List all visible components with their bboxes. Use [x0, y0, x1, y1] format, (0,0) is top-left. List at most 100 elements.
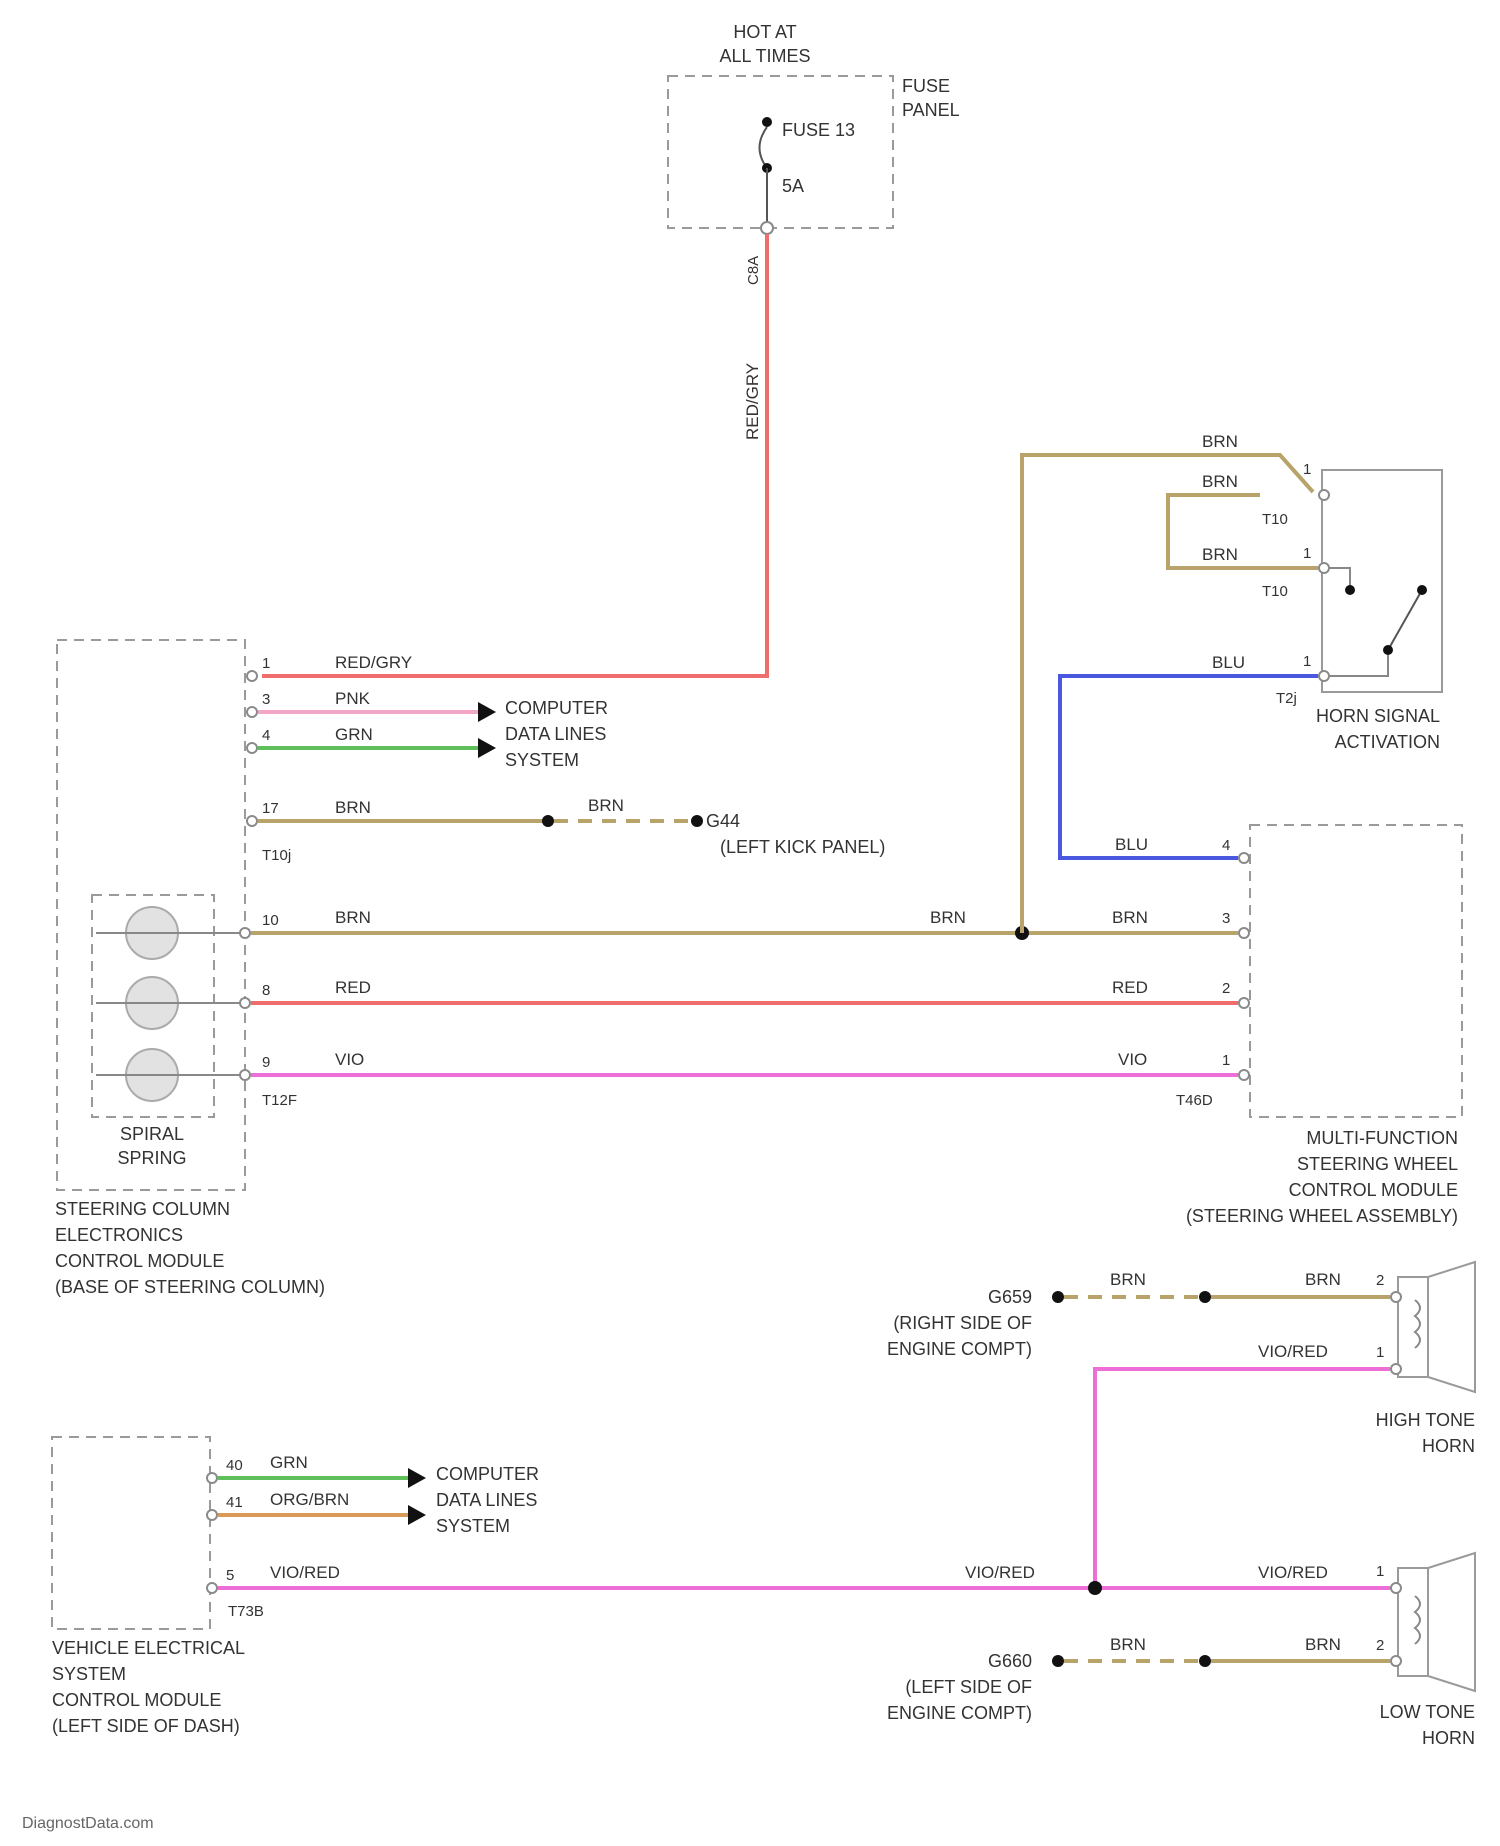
vescm-name-1: VEHICLE ELECTRICAL — [52, 1638, 245, 1658]
wire-label-grn: GRN — [335, 725, 373, 744]
horn-switch-contact-3 — [1417, 585, 1427, 595]
data-arrow-grn-vescm — [408, 1468, 426, 1488]
horn-switch-conn-1: T10 — [1262, 511, 1288, 528]
fuse-panel-box — [668, 76, 893, 228]
wire-label-brn-loop: BRN — [1202, 472, 1238, 491]
wire-label-brn-top: BRN — [1202, 432, 1238, 451]
wire-label-grn-vescm: GRN — [270, 1453, 308, 1472]
vescm-name-4: (LEFT SIDE OF DASH) — [52, 1716, 240, 1736]
high-tone-horn: BRN BRN G659 (RIGHT SIDE OF ENGINE COMPT… — [887, 1262, 1475, 1456]
scecm-pin-3: 3 — [262, 691, 270, 708]
scecm-pin-17: 17 — [262, 800, 279, 817]
splice-g44 — [542, 815, 554, 827]
ground-g660-node — [1052, 1655, 1064, 1667]
fuse-panel: HOT AT ALL TIMES FUSE PANEL FUSE 13 5A C… — [668, 22, 960, 285]
fuse-rating: 5A — [782, 176, 804, 196]
scecm-name-4: (BASE OF STEERING COLUMN) — [55, 1277, 325, 1297]
mfswcm-pin-2: 2 — [1222, 980, 1230, 997]
data-lines-label-1: COMPUTER — [505, 698, 608, 718]
fuse-icon — [760, 127, 768, 168]
wire-label-vio-red-high: VIO/RED — [1258, 1342, 1328, 1361]
mfswcm-name-4: (STEERING WHEEL ASSEMBLY) — [1186, 1206, 1458, 1226]
wire-label-brn-mfswcm: BRN — [1112, 908, 1148, 927]
mfswcm-terminal-4 — [1239, 853, 1249, 863]
vescm-pin-41: 41 — [226, 1494, 243, 1511]
low-horn-name-2: HORN — [1422, 1728, 1475, 1748]
high-horn-pin-1: 1 — [1376, 1344, 1384, 1361]
mfswcm-terminal-2 — [1239, 998, 1249, 1008]
scecm-connector-t12f: T12F — [262, 1092, 297, 1109]
data-lines-2-label-2: DATA LINES — [436, 1490, 537, 1510]
vescm-name-2: SYSTEM — [52, 1664, 126, 1684]
data-arrow-pnk — [478, 702, 496, 722]
horn-switch-name-1: HORN SIGNAL — [1316, 706, 1440, 726]
wire-label-red-8: RED — [335, 978, 371, 997]
scecm-pin-10: 10 — [262, 912, 279, 929]
scecm-name-3: CONTROL MODULE — [55, 1251, 224, 1271]
low-horn-terminal-2 — [1391, 1656, 1401, 1666]
low-horn-terminal-1 — [1391, 1583, 1401, 1593]
wire-label-vio-red-vescm: VIO/RED — [270, 1563, 340, 1582]
wire-label-brn-g44: BRN — [588, 796, 624, 815]
wire-label-blu-bottom: BLU — [1115, 835, 1148, 854]
fuse-panel-label-2: PANEL — [902, 100, 960, 120]
horn-switch-name-2: ACTIVATION — [1335, 732, 1440, 752]
mfswcm-name-3: CONTROL MODULE — [1289, 1180, 1458, 1200]
scecm-terminal-1 — [247, 671, 257, 681]
horn-switch-pin-3: 1 — [1303, 653, 1311, 670]
low-horn-pin-1: 1 — [1376, 1563, 1384, 1580]
mfswcm-box — [1250, 825, 1462, 1117]
spiral-label-1: SPIRAL — [120, 1124, 184, 1144]
scecm-name-2: ELECTRONICS — [55, 1225, 183, 1245]
fuse-panel-label-1: FUSE — [902, 76, 950, 96]
mfswcm-name-2: STEERING WHEEL — [1297, 1154, 1458, 1174]
low-horn-coil-icon — [1415, 1596, 1420, 1644]
data-arrow-org-brn — [408, 1505, 426, 1525]
vescm-terminal-5 — [207, 1583, 217, 1593]
high-horn-coil-icon — [1415, 1300, 1420, 1348]
horn-switch-pin-1: 1 — [1303, 461, 1311, 478]
wire-red-gry — [262, 234, 767, 676]
mfswcm-terminal-3 — [1239, 928, 1249, 938]
horn-switch-conn-3: T2j — [1276, 690, 1297, 707]
ground-g659-loc-1: (RIGHT SIDE OF — [893, 1313, 1032, 1333]
horn-switch-contact-2 — [1383, 645, 1393, 655]
ground-g44-node — [691, 815, 703, 827]
low-horn-bell — [1428, 1553, 1475, 1691]
ground-g44-name: G44 — [706, 811, 740, 831]
scecm-connector-t10j: T10j — [262, 847, 291, 864]
wire-label-brn-high-horn: BRN — [1305, 1270, 1341, 1289]
mfswcm-connector: T46D — [1176, 1092, 1213, 1109]
vescm-pin-5: 5 — [226, 1567, 234, 1584]
wire-label-red-mfswcm: RED — [1112, 978, 1148, 997]
ground-g659-node — [1052, 1291, 1064, 1303]
splice-g659 — [1199, 1291, 1211, 1303]
ground-g660-name: G660 — [988, 1651, 1032, 1671]
horn-signal-activation: 1 T10 1 T10 1 T2j HORN SIGNAL ACTIVATION — [1262, 461, 1442, 752]
wire-label-brn-mid: BRN — [930, 908, 966, 927]
high-horn-bell — [1428, 1262, 1475, 1392]
wire-label-brn-17: BRN — [335, 798, 371, 817]
vescm-pin-40: 40 — [226, 1457, 243, 1474]
hot-at-label: HOT AT — [733, 22, 796, 42]
scecm-terminal-4 — [247, 743, 257, 753]
horn-switch-box — [1322, 470, 1442, 692]
all-times-label: ALL TIMES — [719, 46, 810, 66]
spiral-label-2: SPRING — [117, 1148, 186, 1168]
fuse-terminal — [761, 222, 773, 234]
mfswcm-pin-3: 3 — [1222, 910, 1230, 927]
vescm-terminal-40 — [207, 1473, 217, 1483]
scecm-pin-4: 4 — [262, 727, 270, 744]
wire-label-brn-10: BRN — [335, 908, 371, 927]
wire-label-brn-g660: BRN — [1110, 1635, 1146, 1654]
scecm-terminal-3 — [247, 707, 257, 717]
data-lines-label-3: SYSTEM — [505, 750, 579, 770]
vescm-name-3: CONTROL MODULE — [52, 1690, 221, 1710]
splice-g660 — [1199, 1655, 1211, 1667]
high-horn-terminal-1 — [1391, 1364, 1401, 1374]
scecm-name-1: STEERING COLUMN — [55, 1199, 230, 1219]
high-horn-pin-2: 2 — [1376, 1272, 1384, 1289]
fuse-top-node — [762, 117, 772, 127]
horn-switch-pin-2: 1 — [1303, 545, 1311, 562]
